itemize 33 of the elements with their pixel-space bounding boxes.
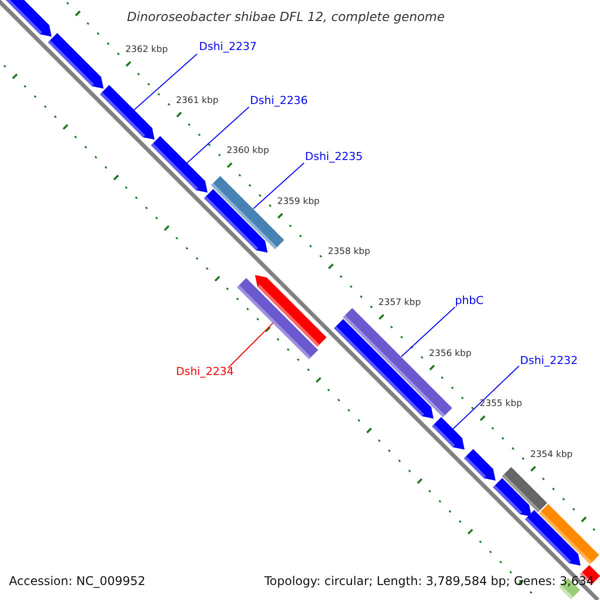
leader-line	[186, 106, 250, 164]
gene-bar	[502, 466, 548, 512]
gene-feature	[255, 274, 327, 346]
position-label: 2354 kbp	[530, 450, 573, 461]
gene-label: Dshi_2232	[520, 354, 578, 367]
gene-feature	[150, 136, 208, 193]
gene-label: Dshi_2237	[199, 40, 257, 53]
leader-line	[252, 162, 304, 210]
leader-line	[228, 322, 274, 368]
accession-text: Accession: NC_009952	[9, 574, 146, 589]
position-label: 2357 kbp	[378, 298, 421, 309]
position-label: 2361 kbp	[176, 96, 218, 107]
gene-bar	[539, 504, 600, 564]
leader-line	[133, 54, 198, 111]
gene-label: Dshi_2235	[305, 150, 363, 163]
gene-feature	[100, 85, 154, 140]
position-label: 2360 kbp	[226, 146, 270, 158]
leader-line	[452, 366, 520, 430]
position-label: 2358 kbp	[328, 247, 370, 258]
gene-label: Dshi_2234	[176, 365, 234, 378]
leader-line	[400, 306, 456, 358]
gene-label: Dshi_2236	[250, 94, 308, 107]
position-label: 2355 kbp	[480, 399, 522, 410]
gene-label: phbC	[455, 294, 484, 307]
position-label: 2359 kbp	[277, 196, 320, 208]
genome-summary-text: Topology: circular; Length: 3,789,584 bp; Genes: 3,634	[264, 574, 594, 589]
map-title: Dinoroseobacter shibae DFL 12, complete genome	[127, 9, 445, 24]
gene-feature	[432, 417, 464, 450]
position-label: 2356 kbp	[429, 348, 472, 360]
gene-feature	[204, 189, 268, 253]
gene-feature	[464, 449, 496, 481]
gene-feature	[48, 33, 104, 89]
position-label: 2362 kbp	[125, 44, 168, 56]
